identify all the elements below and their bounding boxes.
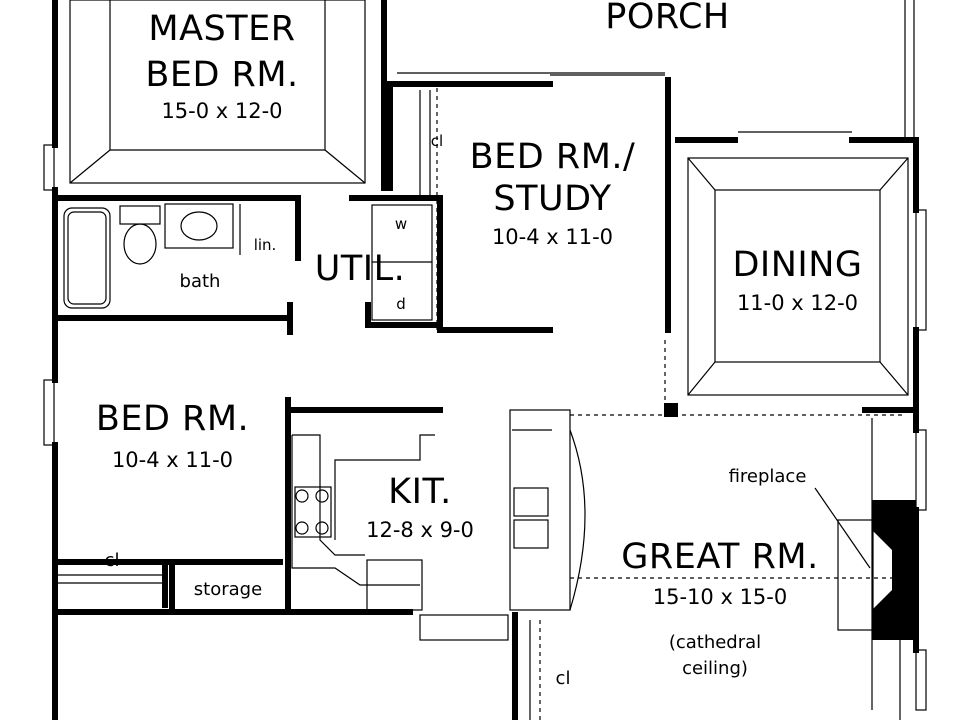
dining-size: 11-0 x 12-0	[736, 291, 859, 315]
bath-sink	[164, 203, 234, 249]
utility-name: UTIL.	[314, 249, 406, 289]
dining-name: DINING	[732, 245, 863, 285]
bedroom-size: 10-4 x 11-0	[111, 448, 234, 472]
storage-label: storage	[193, 579, 263, 600]
master-bedroom-size: 15-0 x 12-0	[161, 99, 283, 123]
dryer-label: d	[396, 295, 406, 313]
fireplace-firebox	[872, 500, 916, 640]
dining-tray-ceiling	[687, 157, 909, 396]
bath-label: bath	[179, 271, 221, 292]
great-room-note-2: ceiling)	[682, 658, 748, 679]
washer-label: w	[394, 215, 408, 233]
great-room-note-1: (cathedral	[668, 632, 762, 653]
great-room-name: GREAT RM.	[621, 537, 819, 577]
kitchen-size: 12-8 x 9-0	[366, 518, 474, 542]
cooktop	[294, 486, 332, 538]
detail-lines	[43, 0, 927, 720]
porch-name: PORCH	[605, 0, 730, 37]
master-bedroom-name-2: BED RM.	[145, 55, 299, 95]
linen-label: lin.	[253, 236, 277, 254]
bed-study-name-1: BED RM./	[469, 137, 636, 177]
master-bedroom-name-1: MASTER	[148, 9, 296, 49]
great-room-closet-label: cl	[555, 668, 571, 689]
bedroom-closet-label: cl	[104, 550, 120, 571]
fireplace-label: fireplace	[728, 466, 807, 487]
master-tray-ceiling	[69, 0, 366, 184]
kitchen-sink	[513, 487, 549, 517]
bed-study-name-2: STUDY	[493, 179, 612, 219]
study-closet-label: cl	[430, 132, 444, 150]
kitchen-bar	[509, 409, 571, 611]
bed-study-size: 10-4 x 11-0	[491, 225, 614, 249]
hearth	[837, 519, 874, 631]
great-room-size: 15-10 x 15-0	[652, 585, 788, 609]
walls	[52, 0, 919, 720]
toilet	[119, 205, 161, 225]
kitchen-name: KIT.	[388, 472, 452, 512]
bedroom-name: BED RM.	[95, 399, 250, 439]
column-post	[664, 403, 678, 417]
bathtub	[63, 207, 111, 309]
